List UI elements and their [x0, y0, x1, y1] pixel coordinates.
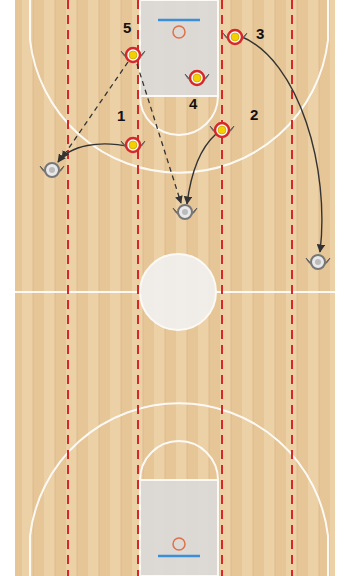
target-spot — [40, 163, 64, 177]
player-icon — [185, 71, 209, 85]
player-icon — [121, 138, 145, 152]
court-floor — [15, 0, 335, 576]
player-number: 5 — [123, 20, 131, 35]
pass-path — [62, 62, 128, 158]
cut-path — [240, 36, 322, 252]
player-number: 2 — [250, 107, 258, 122]
cut-path — [58, 144, 131, 162]
target-spot — [306, 255, 330, 269]
player-number: 1 — [117, 108, 125, 123]
player-number: 4 — [189, 96, 197, 111]
player-icon — [223, 30, 247, 44]
cut-path — [187, 134, 216, 204]
pass-path — [137, 64, 181, 203]
player-number: 3 — [256, 26, 264, 41]
target-spot — [173, 205, 197, 219]
player-icon — [210, 123, 234, 137]
player-icon — [121, 48, 145, 62]
